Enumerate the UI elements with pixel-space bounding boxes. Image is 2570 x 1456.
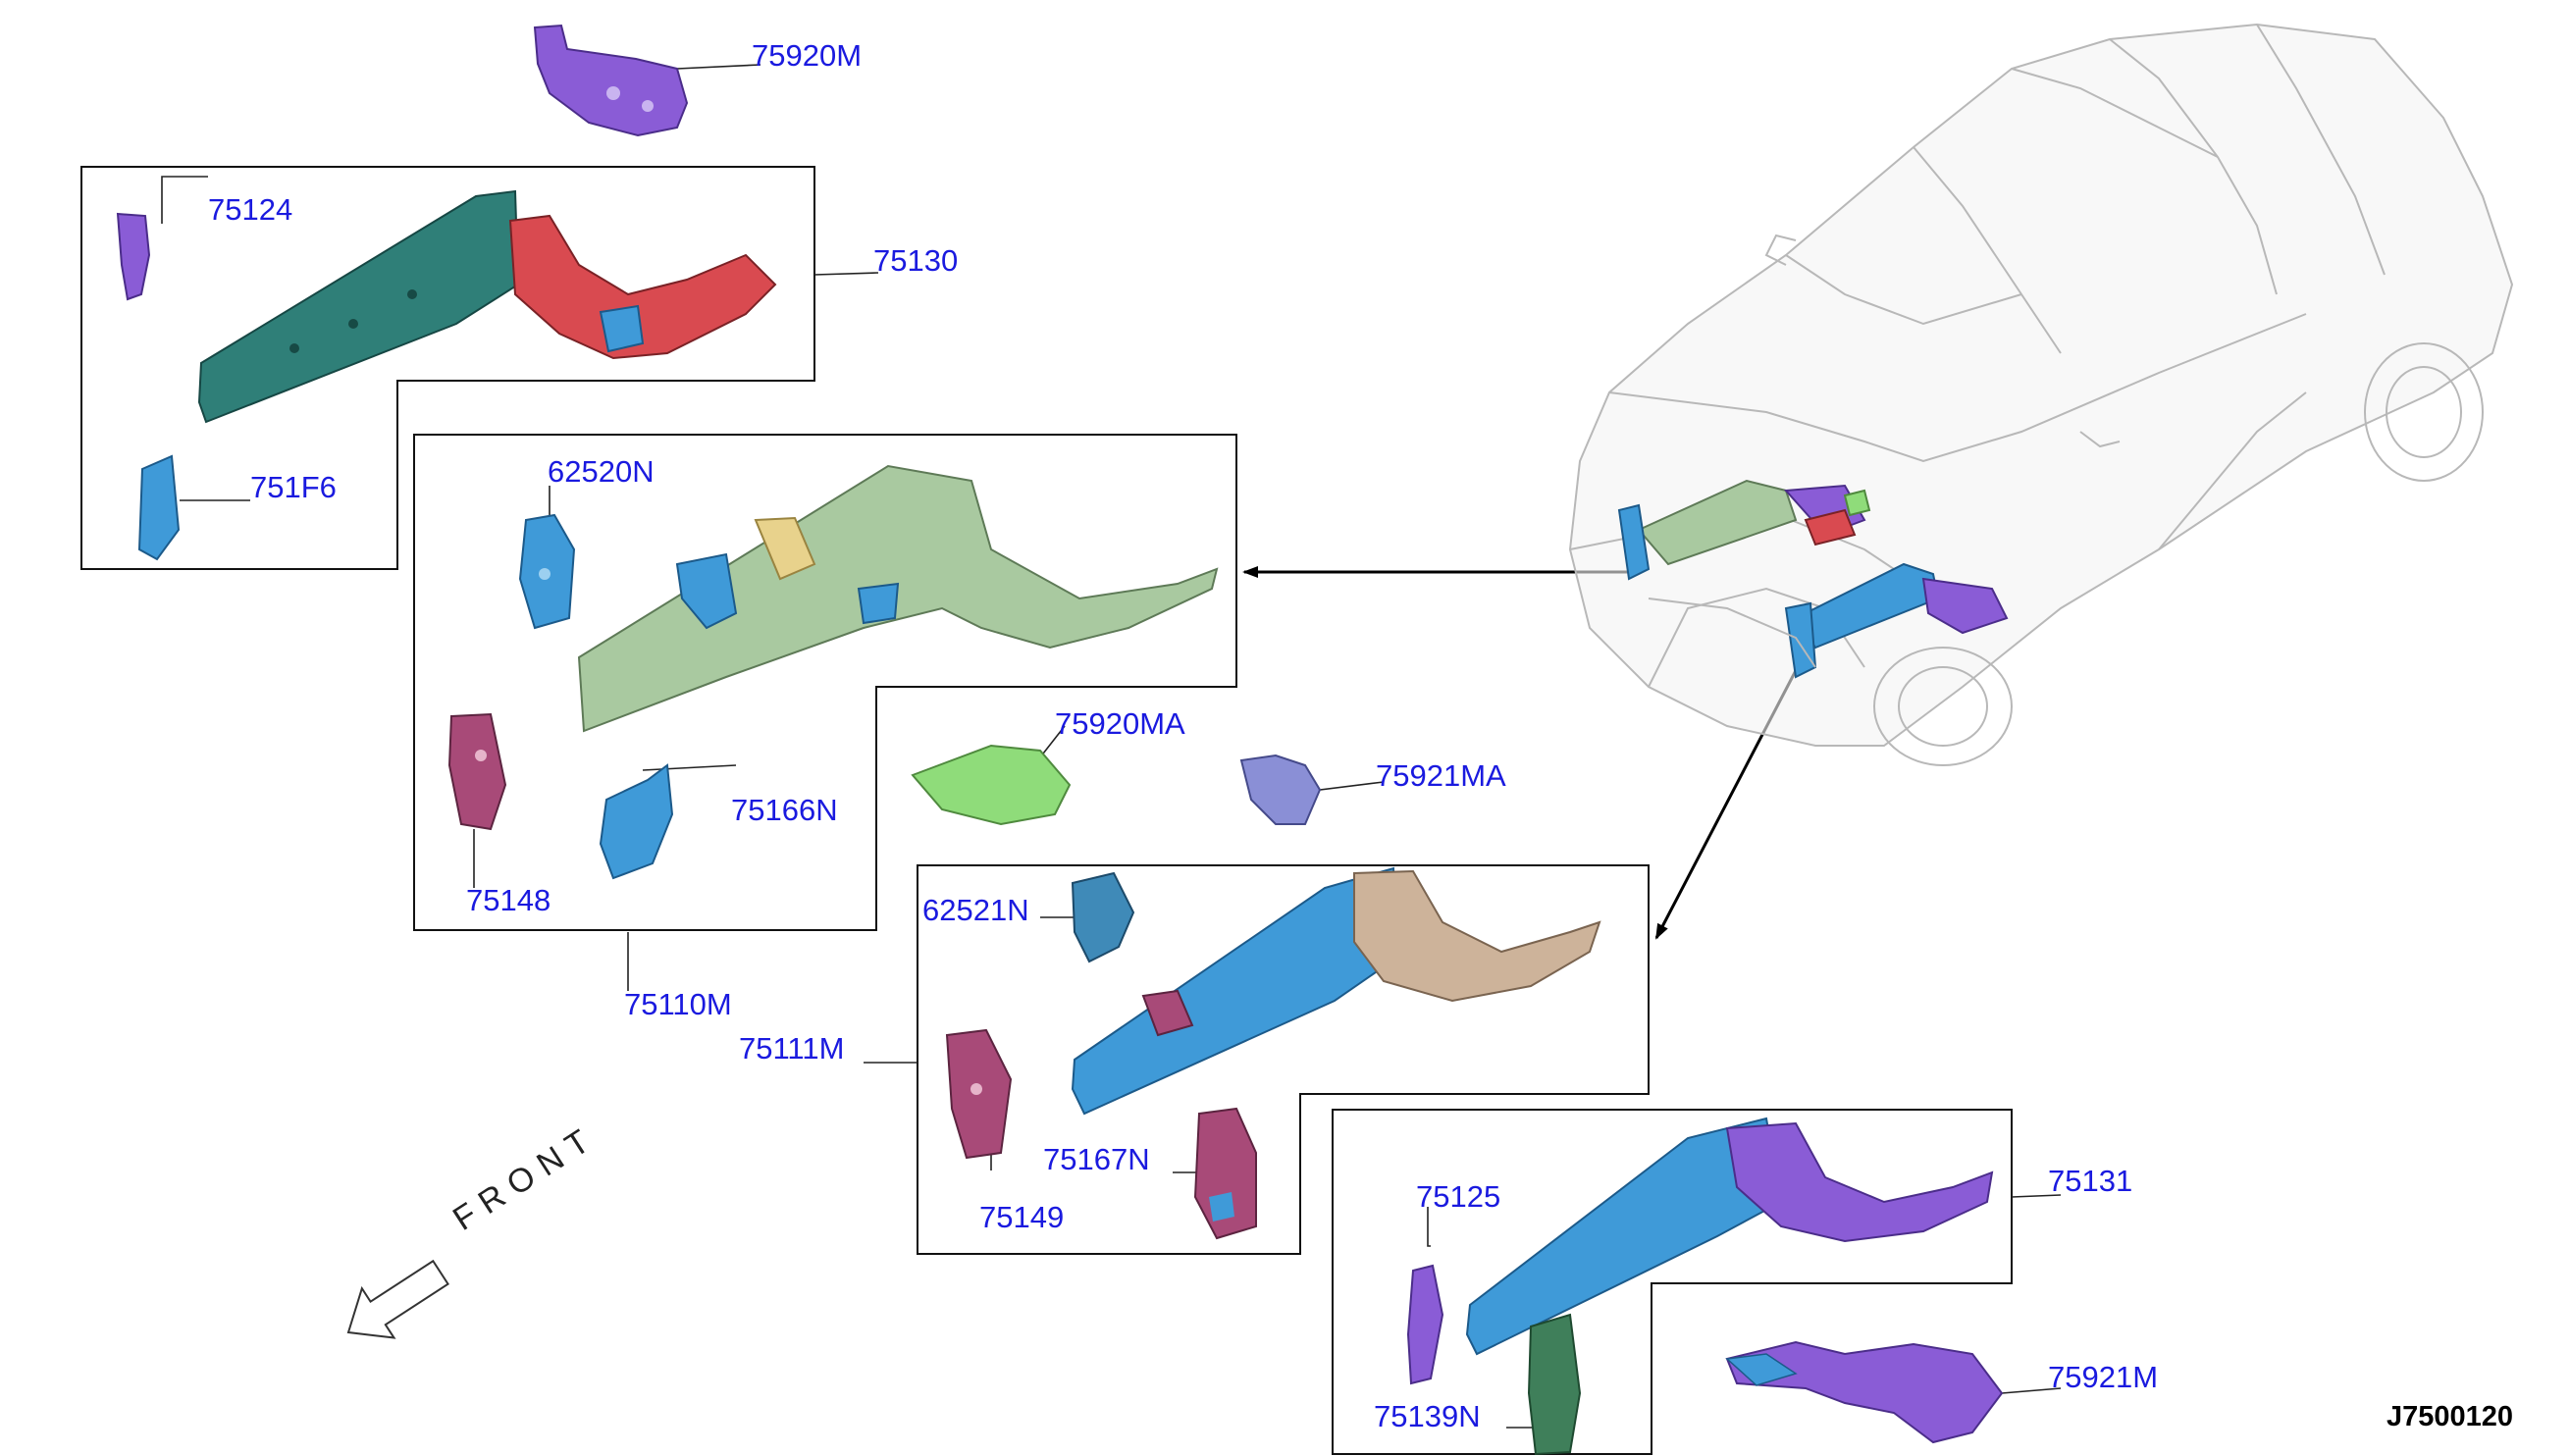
label-75124[interactable]: 75124 (208, 192, 293, 227)
vehicle-illustration (1568, 23, 2514, 766)
part-75130-image[interactable] (197, 189, 777, 424)
group-outline-75110M (413, 434, 1237, 931)
label-75148[interactable]: 75148 (466, 883, 551, 917)
part-75149-image[interactable] (945, 1028, 1013, 1160)
label-62521N[interactable]: 62521N (922, 893, 1029, 927)
part-75111M-rail-image[interactable] (1071, 866, 1601, 1116)
part-75921MA-image[interactable] (1239, 754, 1322, 825)
label-75131[interactable]: 75131 (2048, 1164, 2133, 1198)
group-outline-75131 (1332, 1109, 2013, 1455)
part-75110M-rail-image[interactable] (577, 464, 1219, 733)
part-75125-image[interactable] (1406, 1264, 1444, 1385)
part-75139N-image[interactable] (1527, 1313, 1582, 1456)
part-75921M-image[interactable] (1725, 1340, 2004, 1444)
label-75920M[interactable]: 75920M (752, 38, 863, 73)
group-outline-75130 (80, 166, 815, 570)
part-62521N-image[interactable] (1071, 871, 1135, 963)
label-75921M[interactable]: 75921M (2048, 1360, 2159, 1394)
part-75131-rail-image[interactable] (1465, 1117, 1994, 1356)
label-75139N[interactable]: 75139N (1374, 1399, 1481, 1433)
label-75149[interactable]: 75149 (979, 1200, 1065, 1234)
label-62520N[interactable]: 62520N (548, 454, 655, 489)
label-75125[interactable]: 75125 (1416, 1179, 1501, 1214)
label-75130[interactable]: 75130 (873, 243, 959, 278)
label-75111M[interactable]: 75111M (739, 1031, 845, 1066)
part-75166N-image[interactable] (599, 763, 674, 880)
part-751F6-image[interactable] (137, 454, 181, 561)
diagram-code: J7500120 (2386, 1401, 2514, 1432)
part-75148-image[interactable] (447, 712, 507, 831)
front-arrow-icon (346, 1259, 449, 1339)
label-75921MA[interactable]: 75921MA (1376, 758, 1506, 793)
part-75124-image[interactable] (116, 212, 151, 301)
part-75167N-image[interactable] (1193, 1107, 1257, 1240)
label-75166N[interactable]: 75166N (731, 793, 838, 827)
label-75110M[interactable]: 75110M (624, 987, 732, 1021)
label-75920MA[interactable]: 75920MA (1055, 706, 1185, 741)
label-75167N[interactable]: 75167N (1043, 1142, 1150, 1176)
part-62520N-image[interactable] (518, 513, 576, 630)
label-751F6[interactable]: 751F6 (250, 470, 337, 504)
group-outline-75111M (917, 864, 1650, 1255)
part-75920M-image[interactable] (533, 24, 689, 137)
part-75920MA-image[interactable] (911, 744, 1072, 826)
